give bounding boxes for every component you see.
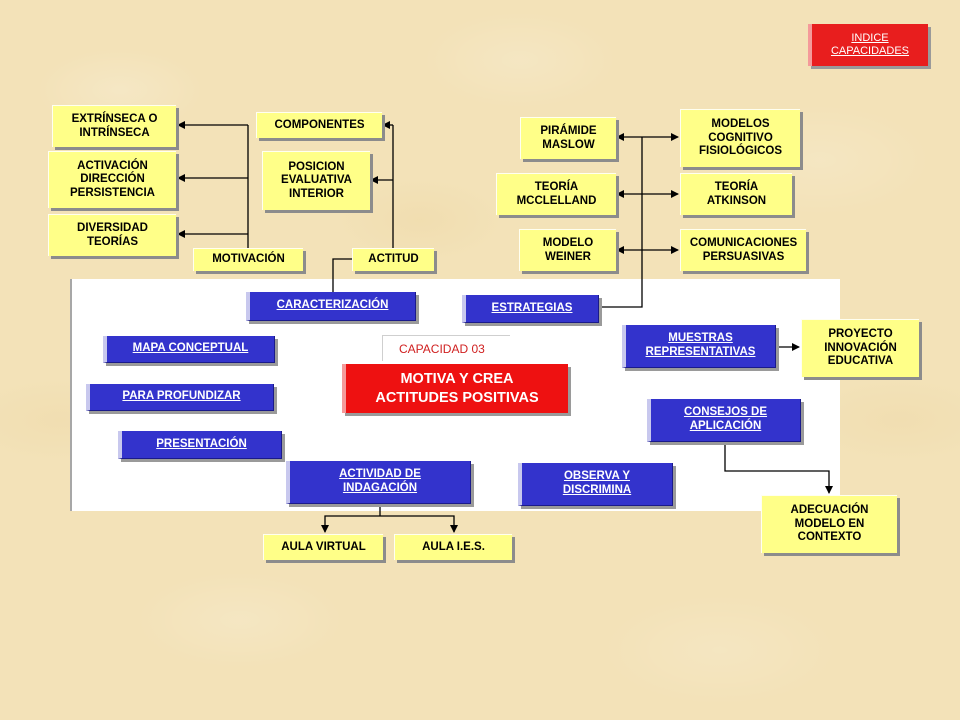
modelos-cognitivo-box: MODELOS COGNITIVO FISIOLÓGICOS [680, 109, 800, 167]
posicion-box: POSICION EVALUATIVA INTERIOR [262, 151, 370, 210]
estrategias-link[interactable]: ESTRATEGIAS [462, 295, 599, 323]
modelo-weiner-box: MODELO WEINER [519, 229, 616, 271]
adecuacion-modelo-box: ADECUACIÓN MODELO EN CONTEXTO [761, 495, 897, 553]
capacidad-label: CAPACIDAD 03 [382, 335, 510, 361]
para-profundizar-link[interactable]: PARA PROFUNDIZAR [86, 384, 274, 411]
mapa-conceptual-link[interactable]: MAPA CONCEPTUAL [103, 336, 275, 363]
muestras-representativas-link[interactable]: MUESTRAS REPRESENTATIVAS [622, 325, 776, 368]
actitud-box: ACTITUD [352, 248, 434, 271]
consejos-aplicacion-link[interactable]: CONSEJOS DE APLICACIÓN [647, 399, 801, 442]
componentes-box: COMPONENTES [256, 112, 382, 138]
actividad-indagacion-link[interactable]: ACTIVIDAD DE INDAGACIÓN [286, 461, 471, 504]
teoria-mcclelland-box: TEORÍA MCCLELLAND [496, 173, 616, 215]
diversidad-box: DIVERSIDAD TEORÍAS [48, 214, 176, 256]
activacion-box: ACTIVACIÓN DIRECCIÓN PERSISTENCIA [48, 151, 176, 208]
caracterizacion-link[interactable]: CARACTERIZACIÓN [246, 292, 416, 321]
connector-estrategias-trunk [599, 137, 643, 308]
indice-capacidades-button[interactable]: INDICE CAPACIDADES [808, 24, 928, 66]
piramide-maslow-box: PIRÁMIDE MASLOW [520, 117, 616, 159]
presentacion-link[interactable]: PRESENTACIÓN [118, 431, 282, 459]
extrinseca-box: EXTRÍNSECA O INTRÍNSECA [52, 105, 176, 147]
connector-to-aula-ies [380, 515, 458, 533]
main-title-box: MOTIVA Y CREA ACTITUDES POSITIVAS [342, 364, 568, 413]
observa-discrimina-link[interactable]: OBSERVA Y DISCRIMINA [518, 463, 673, 506]
comunicaciones-box: COMUNICACIONES PERSUASIVAS [680, 229, 806, 271]
proyecto-innovacion-box: PROYECTO INNOVACIÓN EDUCATIVA [801, 319, 919, 377]
aula-virtual-box: AULA VIRTUAL [263, 534, 383, 560]
aula-ies-box: AULA I.E.S. [394, 534, 512, 560]
connector-to-aula-virtual [321, 515, 380, 533]
teoria-atkinson-box: TEORÍA ATKINSON [680, 173, 792, 215]
motivacion-box: MOTIVACIÓN [193, 248, 303, 271]
connector-to-adecuacion [724, 443, 833, 494]
connector-caracterizacion [332, 258, 352, 294]
